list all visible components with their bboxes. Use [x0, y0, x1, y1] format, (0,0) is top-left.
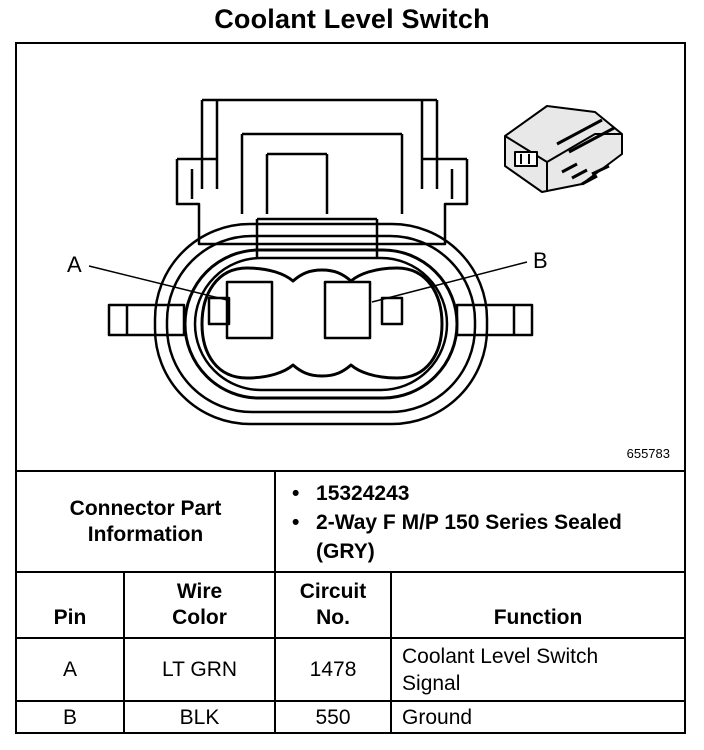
column-header-circuit-no: Circuit No. [274, 571, 393, 639]
pin-a-callout: A [67, 252, 82, 277]
connector-side-tab-right [455, 303, 534, 337]
wire-color-cell: BLK [122, 700, 277, 733]
diagram-frame: A B 655783 Connector Part Information •1… [15, 42, 686, 734]
table-header-row: Pin Wire Color Circuit No. Function [17, 571, 685, 639]
terminal-a [225, 280, 274, 340]
pin-cell: A [17, 637, 125, 702]
connector-info-row: Connector Part Information •15324243 •2-… [17, 470, 685, 573]
column-header-pin: Pin [17, 571, 125, 639]
page-title: Coolant Level Switch [214, 4, 490, 34]
connector-description: 2-Way F M/P 150 Series Sealed (GRY) [316, 511, 622, 563]
connector-housing-top [175, 159, 469, 246]
pin-b-callout: B [533, 248, 548, 273]
connector-drawing [88, 98, 623, 426]
connector-figure: A B 655783 [17, 44, 684, 470]
connector-part-number: 15324243 [316, 482, 410, 505]
wire-color-cell: LT GRN [122, 637, 277, 702]
circuit-cell: 1478 [274, 637, 393, 702]
table-row: A LT GRN 1478 Coolant Level Switch Signa… [17, 637, 685, 702]
connector-thumbnail-icon [504, 105, 623, 193]
column-header-function: Function [390, 571, 685, 639]
connector-bullet: •2-Way F M/P 150 Series Sealed (GRY) [292, 511, 622, 563]
function-cell: Coolant Level Switch Signal [390, 637, 685, 702]
circuit-cell: 550 [274, 700, 393, 733]
connector-part-info-header: Connector Part Information [17, 470, 277, 573]
connector-table: Connector Part Information •15324243 •2-… [17, 470, 685, 733]
leader-line-a [88, 265, 228, 301]
leader-line-b [371, 261, 528, 303]
connector-cavity [200, 266, 444, 380]
terminal-b [323, 280, 372, 340]
table-row: B BLK 550 Ground [17, 700, 685, 733]
connector-lock-tab [200, 100, 439, 189]
function-cell: Ground [390, 700, 685, 733]
connector-body-outer [153, 222, 489, 426]
connector-bullet: •15324243 [292, 482, 410, 505]
column-header-wire-color: Wire Color [122, 571, 277, 639]
connector-side-tab-left [107, 303, 186, 337]
pin-cell: B [17, 700, 125, 733]
connector-part-info-list: •15324243 •2-Way F M/P 150 Series Sealed… [274, 470, 685, 573]
figure-number: 655783 [626, 446, 670, 461]
